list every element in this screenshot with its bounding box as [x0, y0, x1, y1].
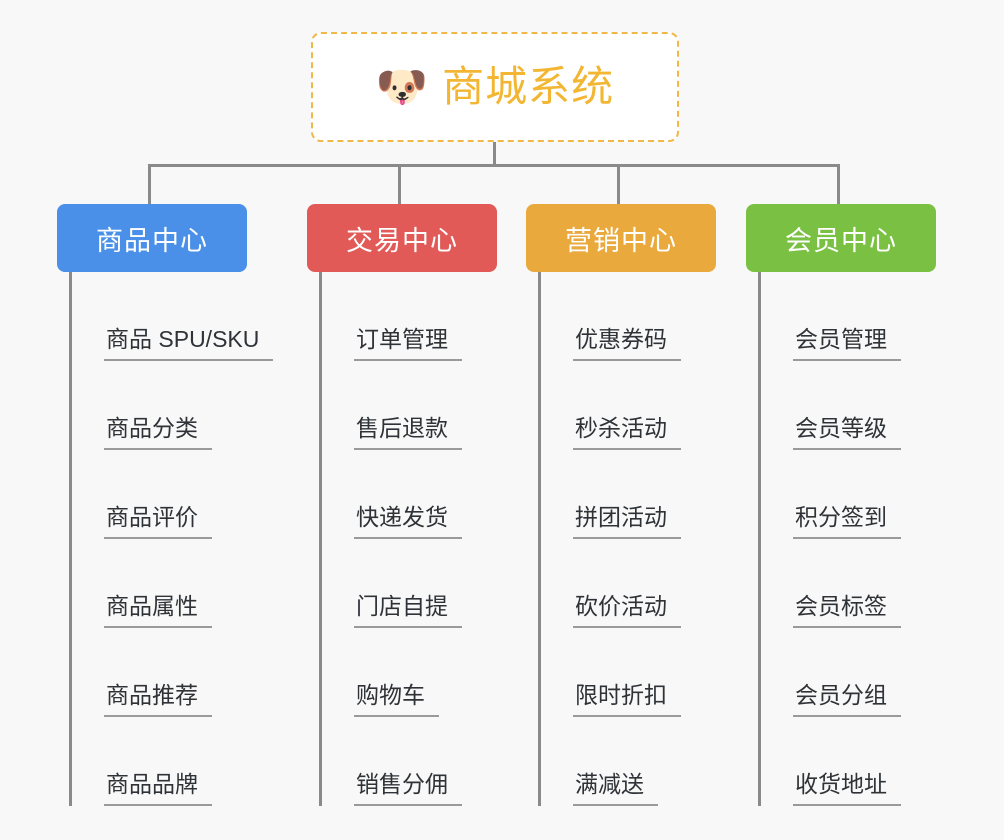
list-item[interactable]: 商品分类: [72, 361, 247, 450]
leaf-label: 商品推荐: [104, 676, 212, 717]
list-item[interactable]: 砍价活动: [541, 539, 716, 628]
list-item[interactable]: 会员分组: [761, 628, 936, 717]
leaf-label: 商品 SPU/SKU: [104, 320, 274, 361]
list-item[interactable]: 收货地址: [761, 717, 936, 806]
leaf-label: 售后退款: [354, 409, 462, 450]
leaf-label: 会员标签: [793, 587, 901, 628]
leaf-label: 秒杀活动: [573, 409, 681, 450]
leaf-label: 商品分类: [104, 409, 212, 450]
leaf-list-member: 会员管理 会员等级 积分签到 会员标签 会员分组 收货地址: [758, 272, 936, 806]
list-item[interactable]: 商品品牌: [72, 717, 247, 806]
list-item[interactable]: 商品评价: [72, 450, 247, 539]
connector-root-stem: [493, 142, 496, 167]
list-item[interactable]: 秒杀活动: [541, 361, 716, 450]
leaf-label: 购物车: [354, 676, 439, 717]
leaf-label: 限时折扣: [573, 676, 681, 717]
list-item[interactable]: 商品 SPU/SKU: [72, 272, 274, 361]
leaf-label: 订单管理: [354, 320, 462, 361]
list-item[interactable]: 积分签到: [761, 450, 936, 539]
leaf-label: 商品品牌: [104, 765, 212, 806]
list-item[interactable]: 商品属性: [72, 539, 247, 628]
leaf-label: 拼团活动: [573, 498, 681, 539]
shiba-dog-face-icon: 🐶: [375, 63, 429, 110]
leaf-label: 优惠券码: [573, 320, 681, 361]
category-header-marketing[interactable]: 营销中心: [526, 204, 716, 272]
list-item[interactable]: 快递发货: [322, 450, 497, 539]
category-column-marketing: 营销中心 优惠券码 秒杀活动 拼团活动 砍价活动 限时折扣 满减送: [526, 204, 716, 806]
category-column-member: 会员中心 会员管理 会员等级 积分签到 会员标签 会员分组 收货地址: [746, 204, 936, 806]
leaf-label: 商品评价: [104, 498, 212, 539]
leaf-list-trade: 订单管理 售后退款 快递发货 门店自提 购物车 销售分佣: [319, 272, 497, 806]
connector-drop-4: [837, 164, 840, 204]
connector-drop-2: [398, 164, 401, 204]
leaf-label: 会员等级: [793, 409, 901, 450]
list-item[interactable]: 销售分佣: [322, 717, 497, 806]
category-column-product: 商品中心 商品 SPU/SKU 商品分类 商品评价 商品属性 商品推荐 商品品牌: [57, 204, 274, 806]
list-item[interactable]: 订单管理: [322, 272, 497, 361]
list-item[interactable]: 满减送: [541, 717, 716, 806]
connector-drop-3: [617, 164, 620, 204]
list-item[interactable]: 会员标签: [761, 539, 936, 628]
category-header-member[interactable]: 会员中心: [746, 204, 936, 272]
leaf-label: 满减送: [573, 765, 658, 806]
list-item[interactable]: 会员管理: [761, 272, 936, 361]
leaf-label: 积分签到: [793, 498, 901, 539]
leaf-list-marketing: 优惠券码 秒杀活动 拼团活动 砍价活动 限时折扣 满减送: [538, 272, 716, 806]
leaf-label: 会员管理: [793, 320, 901, 361]
list-item[interactable]: 优惠券码: [541, 272, 716, 361]
category-column-trade: 交易中心 订单管理 售后退款 快递发货 门店自提 购物车 销售分佣: [307, 204, 497, 806]
leaf-label: 快递发货: [354, 498, 462, 539]
list-item[interactable]: 购物车: [322, 628, 497, 717]
list-item[interactable]: 商品推荐: [72, 628, 247, 717]
list-item[interactable]: 拼团活动: [541, 450, 716, 539]
leaf-label: 商品属性: [104, 587, 212, 628]
list-item[interactable]: 门店自提: [322, 539, 497, 628]
list-item[interactable]: 限时折扣: [541, 628, 716, 717]
leaf-list-product: 商品 SPU/SKU 商品分类 商品评价 商品属性 商品推荐 商品品牌: [69, 272, 274, 806]
connector-drop-1: [148, 164, 151, 204]
leaf-label: 门店自提: [354, 587, 462, 628]
connector-horizontal-bus: [148, 164, 840, 167]
leaf-label: 砍价活动: [573, 587, 681, 628]
root-node-mall-system[interactable]: 🐶 商城系统: [311, 32, 679, 142]
leaf-label: 收货地址: [793, 765, 901, 806]
leaf-label: 销售分佣: [354, 765, 462, 806]
leaf-label: 会员分组: [793, 676, 901, 717]
category-header-trade[interactable]: 交易中心: [307, 204, 497, 272]
category-header-product[interactable]: 商品中心: [57, 204, 247, 272]
list-item[interactable]: 会员等级: [761, 361, 936, 450]
list-item[interactable]: 售后退款: [322, 361, 497, 450]
root-node-title: 商城系统: [442, 63, 615, 110]
